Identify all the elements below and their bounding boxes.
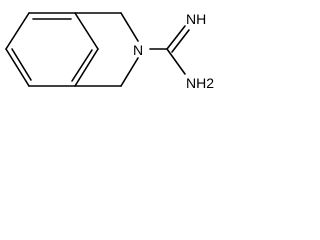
- bond-c2-c3: [74, 12, 99, 50]
- bond-n-ch2: [120, 57, 139, 87]
- bond-ch2-n: [120, 12, 139, 42]
- amidine-group: [149, 25, 190, 75]
- bond-c-nh: [166, 25, 186, 50]
- bond-c-nh2: [166, 48, 186, 75]
- benzene-ring: [5, 12, 99, 87]
- bond-c3-c4: [74, 48, 99, 87]
- ring-nitrogen-label: N: [133, 42, 143, 58]
- bond-c5-c6: [5, 48, 30, 87]
- amine-label: NH2: [186, 75, 214, 91]
- bond-c5-c6-inner: [11, 48, 32, 81]
- bond-c6-c1: [5, 12, 30, 50]
- tetrahydro-ring: [74, 12, 139, 87]
- structure-diagram: N NH NH2: [5, 11, 214, 91]
- imine-label: NH: [186, 11, 206, 27]
- bond-c-nh-double: [171, 29, 190, 53]
- bond-c3-c4-inner: [71, 49, 93, 82]
